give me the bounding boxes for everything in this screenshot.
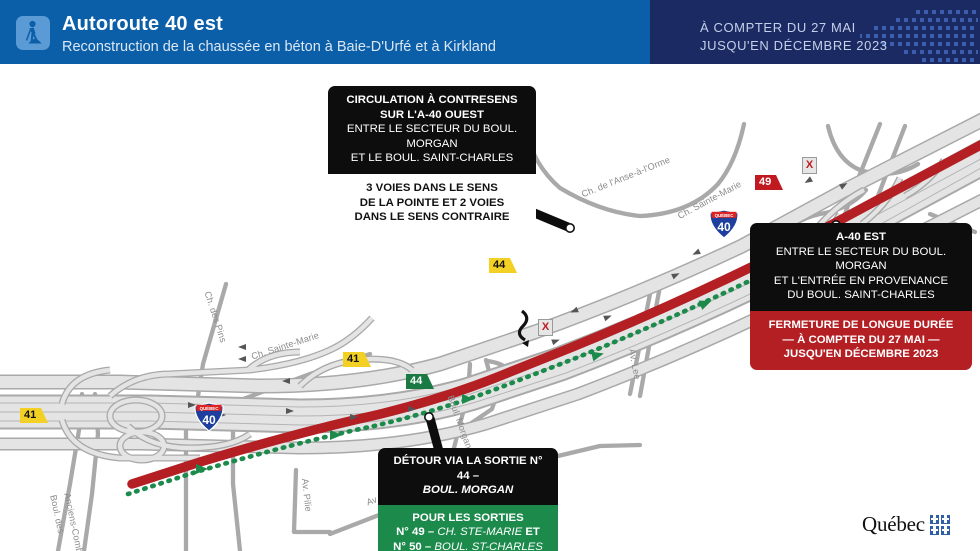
callout-detour: DÉTOUR VIA LA SORTIE N° 44 – BOUL. MORGA…	[378, 448, 558, 551]
page-subtitle: Reconstruction de la chaussée en béton à…	[62, 39, 496, 55]
exit-tab-44-green: 44	[406, 374, 435, 389]
callout-detour-green-block: POUR LES SORTIES N° 49 – CH. STE-MARIE E…	[378, 504, 558, 551]
contresens-white-line-1: 3 VOIES DANS LE SENS	[366, 181, 498, 194]
quebec-flag-icon	[929, 514, 950, 535]
callout-contresens-black-block: CIRCULATION À CONTRESENS SUR L'A-40 OUES…	[328, 86, 536, 174]
exit-tab-44-green-label: 44	[410, 375, 423, 387]
exit-tab-44-yellow: 44	[489, 258, 518, 273]
date-line-2: JUSQU'EN DÉCEMBRE 2023	[700, 38, 888, 53]
date-line-1: À COMPTER DU 27 MAI	[700, 20, 856, 35]
crossover-symbol	[517, 309, 529, 347]
callout-a40est-red-block: FERMETURE DE LONGUE DURÉE — À COMPTER DU…	[750, 310, 972, 370]
dot-pattern-decoration	[860, 0, 980, 64]
a40est-line-2: ENTRE LE SECTEUR DU BOUL. MORGAN	[775, 245, 947, 273]
detour-exit-49-and: ET	[522, 526, 540, 539]
exit-tab-44-yellow-label: 44	[493, 259, 506, 271]
autoroute-shield-40-east: QUÉBEC 40	[707, 209, 741, 239]
a40est-red-line-1: FERMETURE DE LONGUE DURÉE	[768, 318, 954, 331]
detour-green-line-2: N° 49 – CH. STE-MARIE ET	[386, 525, 550, 540]
exit-tab-41-west: 41	[343, 352, 372, 367]
header-title-block: Autoroute 40 est Reconstruction de la ch…	[62, 12, 496, 57]
roadwork-icon	[16, 16, 50, 50]
a40est-red-line-3: JUSQU'EN DÉCEMBRE 2023	[783, 348, 939, 361]
autoroute-shield-40-west: QUÉBEC 40	[192, 402, 226, 432]
header-right-panel	[650, 0, 980, 64]
detour-exit-50-num: N° 50 –	[393, 540, 435, 551]
detour-line-2: BOUL. MORGAN	[422, 484, 514, 497]
callout-circulation-contresens: CIRCULATION À CONTRESENS SUR L'A-40 OUES…	[328, 86, 536, 233]
closure-x-marker-west: X	[538, 319, 553, 336]
contresens-white-line-3: DANS LE SENS CONTRAIRE	[354, 211, 510, 224]
detour-exit-49-name: CH. STE-MARIE	[437, 526, 523, 539]
a40est-line-1: A-40 EST	[835, 231, 886, 243]
contresens-line-4: ET LE BOUL. SAINT-CHARLES	[350, 152, 514, 165]
quebec-government-logo: Québec	[862, 512, 950, 537]
closure-x-east-label: X	[805, 159, 814, 171]
exit-tab-41-west-label: 41	[347, 353, 360, 365]
callout-a40est-black-block: A-40 EST ENTRE LE SECTEUR DU BOUL. MORGA…	[750, 223, 972, 311]
detour-exit-49-num: N° 49 –	[396, 526, 438, 539]
closed-lane-red-band	[127, 139, 980, 489]
shield-number-east: 40	[717, 220, 731, 234]
detour-line-1: DÉTOUR VIA LA SORTIE N° 44 –	[393, 455, 543, 482]
detour-green-line-3: N° 50 – BOUL. ST-CHARLES	[386, 540, 550, 551]
collector-road-south	[0, 193, 980, 455]
svg-text:QUÉBEC: QUÉBEC	[715, 213, 735, 218]
header-date-range: À COMPTER DU 27 MAI JUSQU'EN DÉCEMBRE 20…	[700, 19, 888, 55]
exit-tab-41-far-west: 41	[20, 408, 49, 423]
callout-contresens-white-block: 3 VOIES DANS LE SENS DE LA POINTE ET 2 V…	[328, 173, 536, 233]
a40est-red-line-2: — À COMPTER DU 27 MAI —	[782, 333, 940, 346]
closure-x-marker-east: X	[802, 157, 817, 174]
detour-exit-50-name: BOUL. ST-CHARLES	[434, 540, 543, 551]
closure-x-west-label: X	[541, 321, 550, 333]
svg-text:QUÉBEC: QUÉBEC	[200, 406, 220, 411]
detour-green-line-1: POUR LES SORTIES	[412, 511, 524, 524]
page-title: Autoroute 40 est	[62, 13, 224, 35]
a40est-line-3: ET L'ENTRÉE EN PROVENANCE	[773, 274, 949, 287]
exit-tab-49-red: 49	[755, 175, 784, 190]
contresens-white-line-2: DE LA POINTE ET 2 VOIES	[359, 196, 505, 209]
contresens-line-2: SUR L'A-40 OUEST	[380, 108, 484, 121]
contresens-line-3: ENTRE LE SECTEUR DU BOUL. MORGAN	[346, 123, 518, 150]
callout-detour-black-block: DÉTOUR VIA LA SORTIE N° 44 – BOUL. MORGA…	[378, 448, 558, 505]
quebec-wordmark: Québec	[862, 512, 925, 536]
shield-number-west: 40	[202, 413, 216, 427]
contresens-line-1: CIRCULATION À CONTRESENS	[346, 94, 518, 106]
exit-tab-41-far-west-label: 41	[24, 409, 37, 421]
header-banner: Autoroute 40 est Reconstruction de la ch…	[0, 0, 980, 64]
a40est-line-4: DU BOUL. SAINT-CHARLES	[787, 289, 935, 302]
map-vector-graphics	[0, 112, 980, 551]
exit-tab-49-red-label: 49	[759, 176, 772, 188]
callout-a40-est: A-40 EST ENTRE LE SECTEUR DU BOUL. MORGA…	[750, 223, 972, 370]
